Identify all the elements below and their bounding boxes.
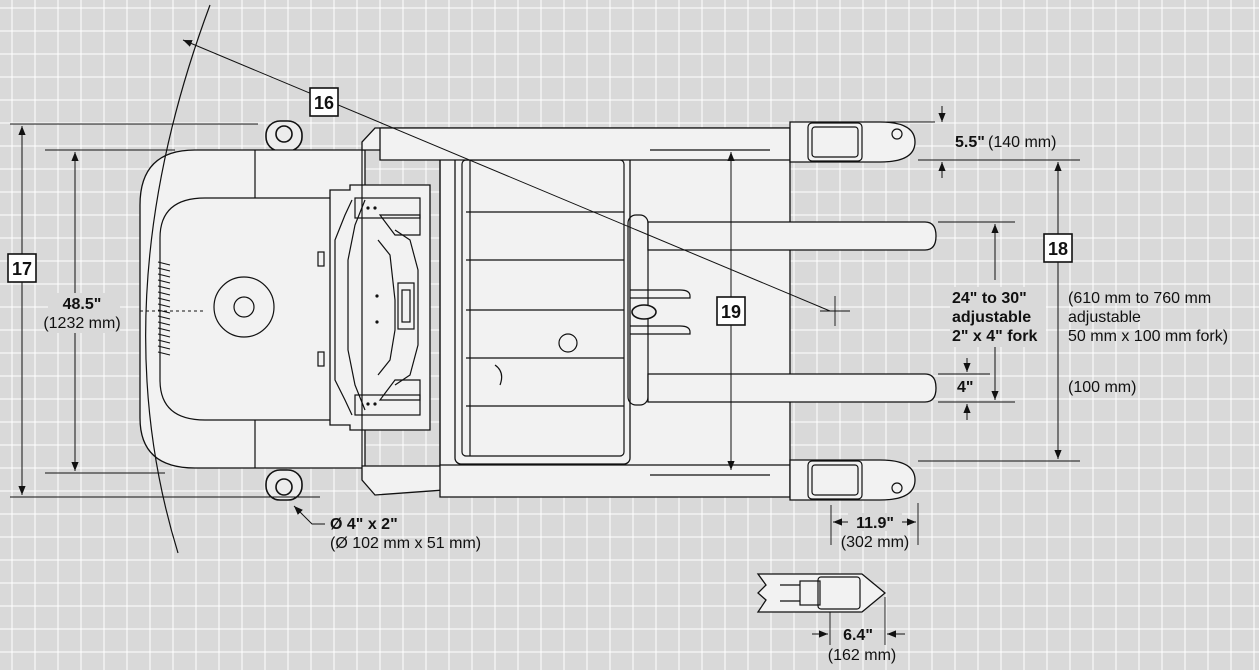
vent-slot xyxy=(157,273,171,278)
vent-slot xyxy=(157,303,171,308)
caster-wheel-bottom xyxy=(265,469,303,501)
vent-slot xyxy=(157,321,171,326)
square-callout-icon xyxy=(7,253,37,283)
fork-width-imperial: 4" xyxy=(957,379,973,396)
truck-top-view xyxy=(139,120,937,501)
fork-spread-metric-3: 50 mm x 100 mm fork) xyxy=(1068,328,1228,345)
callout-19-label: 19 xyxy=(721,302,741,322)
callout-18-label: 18 xyxy=(1048,239,1068,259)
vent-slots xyxy=(157,261,171,356)
load-wheel-imperial: 11.9" xyxy=(856,515,894,532)
fork-spread-metric-1: (610 mm to 760 mm xyxy=(1068,290,1211,307)
fork-spread-imperial-1: 24" to 30" xyxy=(952,290,1027,307)
fork-spread-metric-2: adjustable xyxy=(1068,309,1141,326)
square-callout-icon xyxy=(309,87,339,117)
caster-size-imperial: Ø 4" x 2" xyxy=(330,516,398,533)
callout-18: 18 xyxy=(1043,233,1073,263)
vent-slot xyxy=(157,297,171,302)
power-unit-shell xyxy=(139,149,366,469)
outer-fork-top xyxy=(379,121,916,163)
fork-spread-imperial-3: 2" x 4" fork xyxy=(952,328,1038,345)
caster-leader xyxy=(293,505,325,525)
fork-tip-width-imperial: 6.4" xyxy=(843,627,873,644)
callout-16: 16 xyxy=(309,87,339,117)
fork-tip-metric: (140 mm) xyxy=(988,134,1056,151)
vent-slot xyxy=(157,261,171,266)
mast-assembly xyxy=(329,184,431,431)
vent-slot xyxy=(157,291,171,296)
load-backrest xyxy=(454,151,631,465)
overall-width-imperial: 48.5" xyxy=(63,296,102,313)
fork-tip-imperial: 5.5" xyxy=(955,134,985,151)
dim-11-9-lines xyxy=(830,503,919,545)
vent-slot xyxy=(157,351,171,356)
overall-width-metric: (1232 mm) xyxy=(43,315,120,332)
fork-width-metric: (100 mm) xyxy=(1068,379,1136,396)
vent-slot xyxy=(157,279,171,284)
load-wheel-metric: (302 mm) xyxy=(841,534,909,551)
square-callout-icon xyxy=(1043,233,1073,263)
radius-line-16 xyxy=(182,39,831,312)
fork-spread-imperial-2: adjustable xyxy=(952,309,1031,326)
adjustable-fork-bottom xyxy=(647,373,937,403)
square-callout-icon xyxy=(716,296,746,326)
dim-5-5-lines xyxy=(885,106,955,178)
dim-fork-spread-lines xyxy=(938,221,1015,403)
outer-fork-bottom xyxy=(439,459,916,501)
vent-slot xyxy=(157,309,171,314)
adjustable-fork-top xyxy=(647,221,937,251)
vent-slot xyxy=(157,285,171,290)
vent-slot xyxy=(157,345,171,350)
vent-slot xyxy=(157,333,171,338)
drive-wheel xyxy=(213,276,275,338)
vent-slot xyxy=(157,315,171,320)
vent-slot xyxy=(157,327,171,332)
vent-slot xyxy=(157,339,171,344)
vent-slot xyxy=(157,267,171,272)
callout-17: 17 xyxy=(7,253,37,283)
dim-17-lines xyxy=(10,123,320,498)
caster-wheel-top xyxy=(265,120,303,152)
caster-size-metric: (Ø 102 mm x 51 mm) xyxy=(330,535,481,552)
fork-tip-width-metric: (162 mm) xyxy=(828,647,896,664)
callout-19: 19 xyxy=(716,296,746,326)
callout-17-label: 17 xyxy=(12,259,32,279)
callout-16-label: 16 xyxy=(314,93,334,113)
dim-fork-width-lines xyxy=(938,358,990,420)
fork-tip-detail xyxy=(756,573,905,645)
turning-radius-arc xyxy=(145,4,211,554)
